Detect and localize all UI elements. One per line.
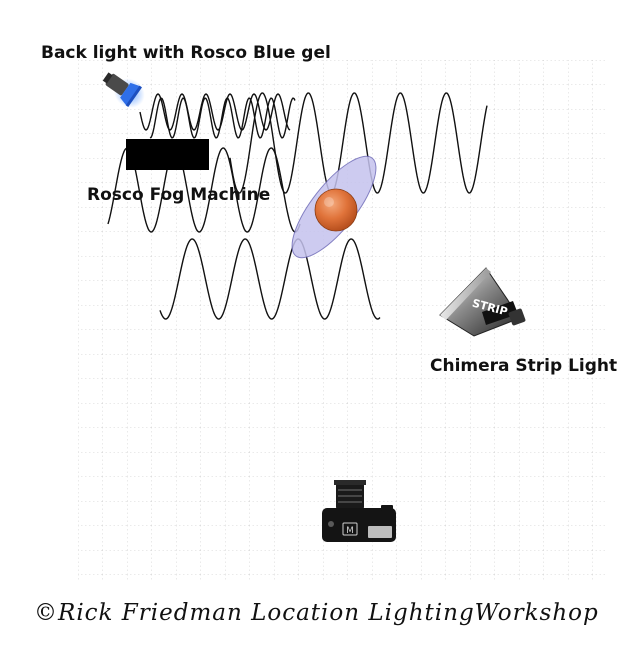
fog-wave xyxy=(139,93,291,131)
camera-icon: M xyxy=(322,480,396,542)
fog-machine-label: Rosco Fog Machine xyxy=(87,185,270,205)
fog-wave xyxy=(107,147,301,233)
fog-wave xyxy=(149,97,296,139)
fog-wave xyxy=(229,92,488,194)
back-light-label: Back light with Rosco Blue gel xyxy=(41,43,331,63)
credit-text: ©Rick Friedman Location LightingWorkshop xyxy=(34,600,599,626)
back-light-icon xyxy=(102,72,145,108)
strip-light-label: Chimera Strip Light xyxy=(430,356,617,376)
camera-badge-text: M xyxy=(346,526,354,536)
fog-machine-icon xyxy=(126,139,209,170)
fog-waves xyxy=(107,92,488,320)
subject-icon xyxy=(314,188,358,232)
fog-wave xyxy=(159,238,381,320)
strip-light-icon: STRIP xyxy=(439,267,526,337)
